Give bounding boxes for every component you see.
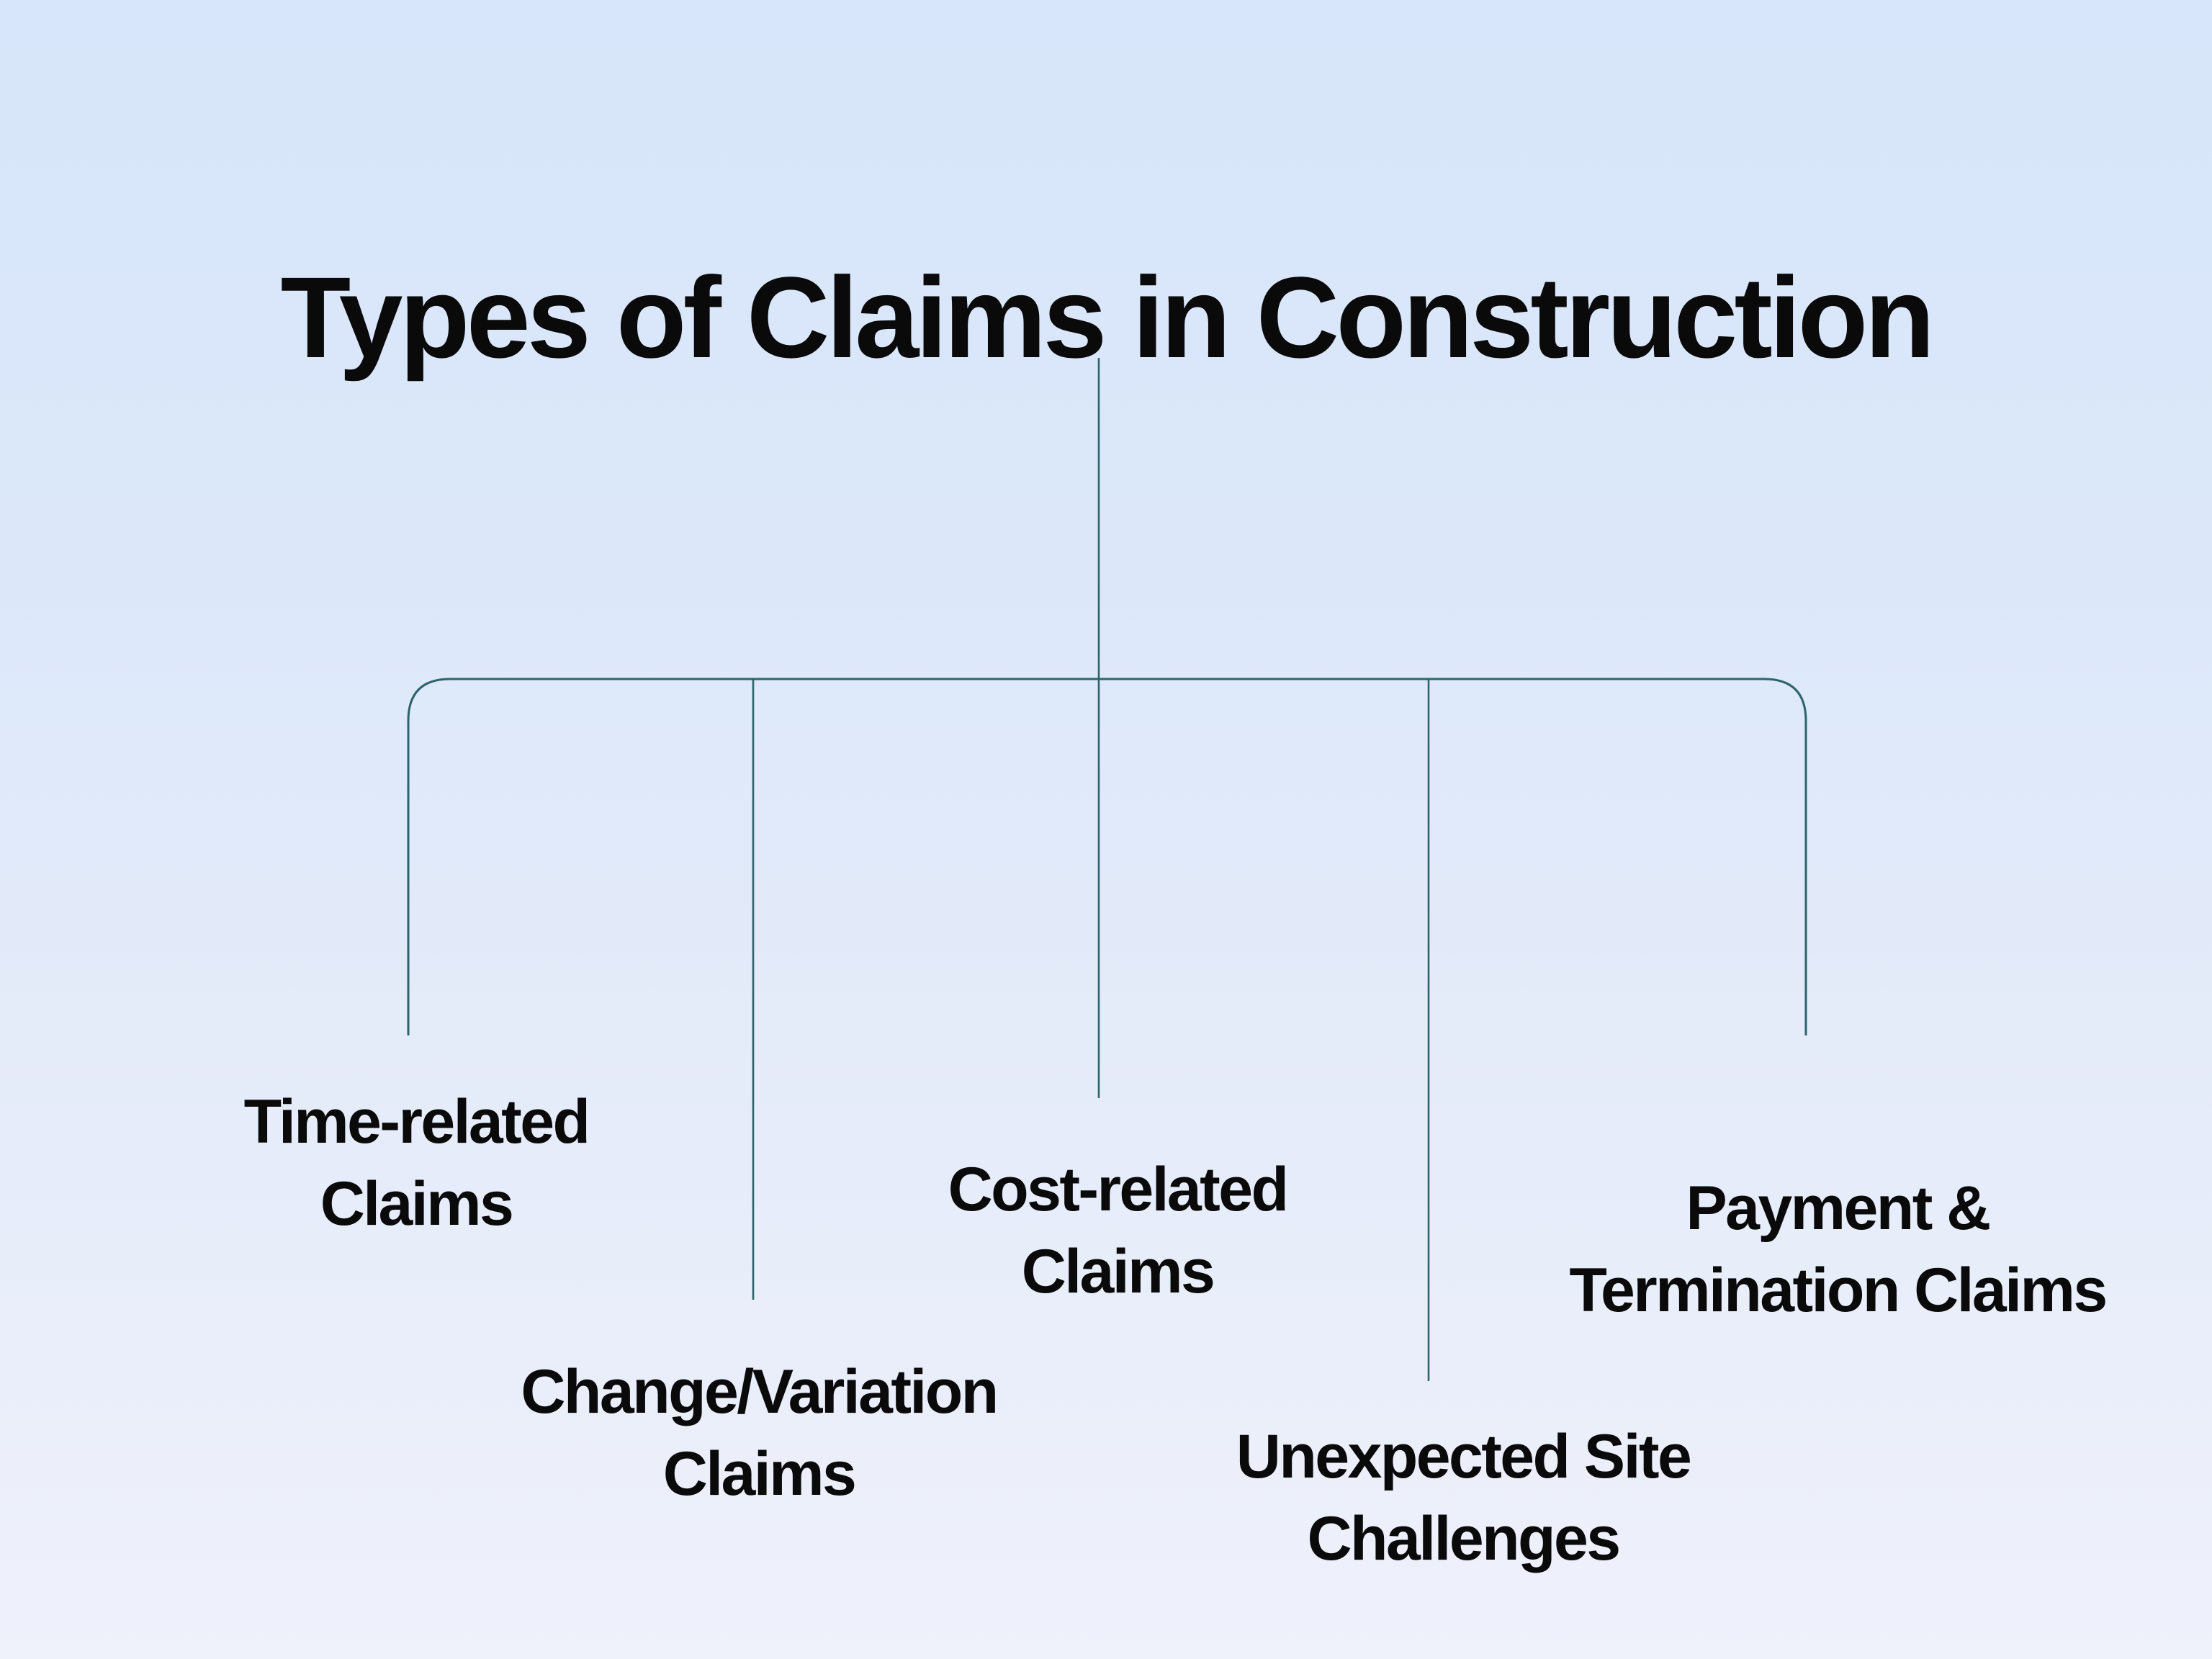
- node-cost-related-claims: Cost-related Claims: [948, 1148, 1289, 1313]
- node-label-line: Termination Claims: [1569, 1256, 2108, 1325]
- node-label-line: Challenges: [1307, 1504, 1621, 1573]
- node-label-line: Claims: [1021, 1237, 1215, 1306]
- node-label-line: Change/Variation: [521, 1357, 999, 1426]
- node-label-line: Claims: [320, 1169, 514, 1238]
- node-label-line: Payment &: [1686, 1174, 1991, 1243]
- node-label-line: Cost-related: [948, 1155, 1289, 1224]
- node-time-related-claims: Time-related Claims: [243, 1081, 590, 1245]
- node-label-line: Claims: [662, 1439, 857, 1509]
- node-label-line: Unexpected Site: [1236, 1422, 1692, 1491]
- node-change-variation-claims: Change/Variation Claims: [521, 1351, 999, 1515]
- node-unexpected-site-challenges: Unexpected Site Challenges: [1236, 1416, 1692, 1580]
- node-label-line: Time-related: [243, 1087, 590, 1156]
- node-payment-termination-claims: Payment & Termination Claims: [1569, 1167, 2108, 1331]
- connector-bracket-line: [407, 678, 1807, 1035]
- page-title: Types of Claims in Construction: [280, 253, 1936, 382]
